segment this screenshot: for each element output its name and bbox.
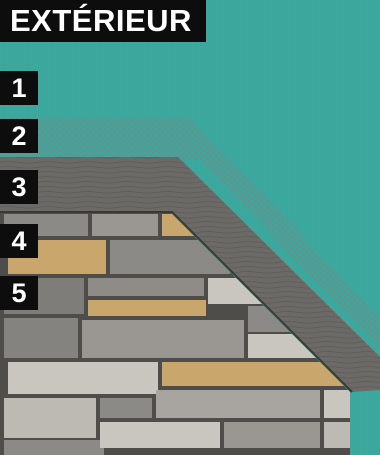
layer-label-1: 1 (0, 71, 38, 105)
stone (88, 278, 204, 296)
stone (88, 300, 206, 316)
stone (324, 422, 354, 448)
stone (4, 398, 96, 438)
stone (4, 318, 78, 358)
layer-label-2: 2 (0, 119, 38, 153)
layer-label-3: 3 (0, 170, 38, 204)
stone (162, 362, 352, 386)
stone (324, 390, 354, 418)
stone (92, 214, 158, 236)
layer-label-4: 4 (0, 224, 38, 258)
stone (8, 362, 158, 394)
stone (156, 390, 320, 418)
stone (100, 422, 220, 448)
page-title: EXTÉRIEUR (0, 0, 206, 42)
stone (4, 440, 104, 455)
layer-label-5: 5 (0, 276, 38, 310)
stone (100, 398, 152, 418)
stone (82, 320, 244, 358)
stone (224, 422, 320, 448)
